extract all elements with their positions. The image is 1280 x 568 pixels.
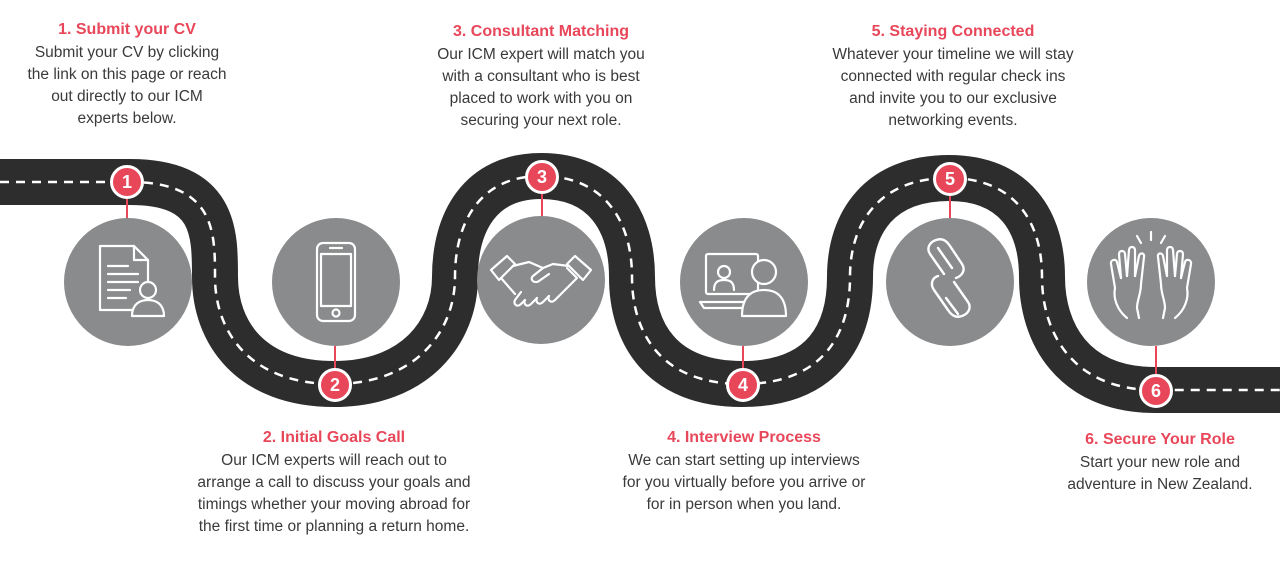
step-title: 4. Interview Process bbox=[667, 429, 821, 446]
step-5-badge: 5 bbox=[933, 162, 967, 196]
step-title: 3. Consultant Matching bbox=[453, 23, 629, 40]
step-4-text: 4. Interview Process We can start settin… bbox=[596, 428, 892, 516]
step-1-badge: 1 bbox=[110, 165, 144, 199]
step-title: 1. Submit your CV bbox=[58, 21, 196, 38]
step-2-stem bbox=[334, 346, 336, 370]
step-title: 6. Secure Your Role bbox=[1085, 431, 1235, 448]
step-1-text: 1. Submit your CV Submit your CV by clic… bbox=[12, 20, 242, 130]
step-3-badge: 3 bbox=[525, 160, 559, 194]
chain-link-icon bbox=[927, 238, 971, 318]
step-3-icon-circle bbox=[477, 216, 605, 344]
step-6-text: 6. Secure Your Role Start your new role … bbox=[1048, 430, 1272, 496]
step-3-stem bbox=[541, 193, 543, 217]
step-6-icon-circle bbox=[1087, 218, 1215, 346]
step-description: We can start setting up interviews for y… bbox=[622, 452, 866, 513]
step-1-stem bbox=[126, 199, 128, 219]
step-2-badge: 2 bbox=[318, 368, 352, 402]
step-4-stem bbox=[742, 346, 744, 370]
step-1-icon-circle bbox=[64, 218, 192, 346]
step-4-icon-circle bbox=[680, 218, 808, 346]
step-6-badge: 6 bbox=[1139, 374, 1173, 408]
step-description: Start your new role and adventure in New… bbox=[1067, 454, 1253, 493]
step-description: Our ICM experts will reach out to arrang… bbox=[197, 452, 471, 535]
step-description: Our ICM expert will match you with a con… bbox=[437, 46, 645, 129]
step-title: 5. Staying Connected bbox=[871, 23, 1035, 40]
step-5-stem bbox=[949, 195, 951, 219]
step-title: 2. Initial Goals Call bbox=[262, 429, 406, 446]
smartphone-icon bbox=[315, 241, 357, 323]
video-interview-icon bbox=[698, 252, 788, 318]
step-6-stem bbox=[1155, 346, 1157, 376]
step-2-icon-circle bbox=[272, 218, 400, 346]
cv-document-icon bbox=[98, 244, 166, 318]
step-description: Whatever your timeline we will stay conn… bbox=[832, 46, 1074, 129]
handshake-icon bbox=[489, 254, 593, 307]
step-5-icon-circle bbox=[886, 218, 1014, 346]
step-5-text: 5. Staying Connected Whatever your timel… bbox=[805, 22, 1101, 132]
step-3-text: 3. Consultant Matching Our ICM expert wi… bbox=[412, 22, 670, 132]
high-five-icon bbox=[1109, 230, 1193, 320]
step-2-text: 2. Initial Goals Call Our ICM experts wi… bbox=[168, 428, 500, 538]
step-description: Submit your CV by clicking the link on t… bbox=[27, 44, 227, 127]
step-4-badge: 4 bbox=[726, 368, 760, 402]
